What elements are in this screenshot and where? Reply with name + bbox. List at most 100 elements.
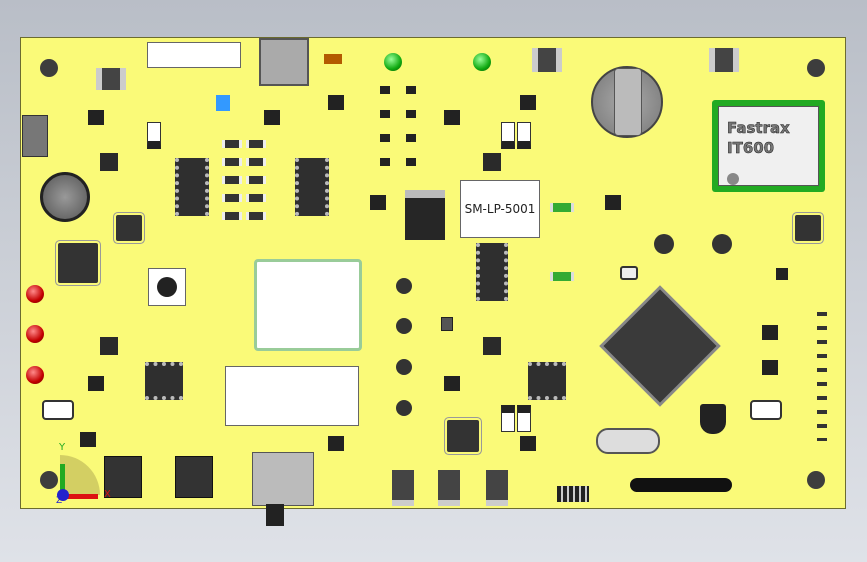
capacitor [246, 176, 266, 184]
connector [175, 456, 213, 498]
capacitor [246, 140, 266, 148]
sot23 [605, 195, 621, 210]
battery-clip [614, 68, 642, 136]
red-led [26, 285, 44, 303]
capacitor [246, 194, 266, 202]
tantalum-cap [517, 405, 531, 432]
capacitor [246, 158, 266, 166]
green-led [473, 53, 491, 71]
soic-ic [528, 362, 566, 400]
diode [709, 48, 739, 72]
gps-model: IT600 [727, 139, 775, 158]
resistor [380, 158, 390, 166]
green-led [384, 53, 402, 71]
pin-header [557, 486, 589, 502]
small-ic [100, 153, 118, 171]
soic-ic [295, 158, 329, 216]
y-axis-arrow [60, 464, 65, 496]
x-axis-arrow [62, 494, 98, 499]
to92-transistor [700, 404, 726, 434]
qfn-ic [447, 420, 479, 452]
inductor [396, 278, 412, 294]
soic-ic [476, 243, 508, 301]
inductor [654, 234, 674, 254]
sot23 [370, 195, 386, 210]
inductor [396, 359, 412, 375]
connector [104, 456, 142, 498]
resistor [406, 110, 416, 118]
soic-ic [175, 158, 209, 216]
inductor [712, 234, 732, 254]
oscillator [750, 400, 782, 420]
sot23 [88, 376, 104, 391]
qfn-ic [795, 215, 821, 241]
usb-connector [259, 38, 309, 86]
slide-switch[interactable] [252, 452, 314, 506]
rf-shield [254, 259, 362, 351]
z-axis-marker [57, 489, 69, 501]
sot23 [762, 325, 778, 340]
sot23 [762, 360, 778, 375]
filter-label: SM-LP-5001 [464, 202, 536, 216]
soic-ic [145, 362, 183, 400]
green-component [550, 203, 574, 212]
tantalum-cap [501, 122, 515, 149]
qfp-ic [58, 243, 98, 283]
small-ic [483, 153, 501, 171]
small-ic [483, 337, 501, 355]
sot23 [520, 95, 536, 110]
gps-module: Fastrax IT600 [712, 100, 825, 192]
tantalum-cap [147, 122, 161, 149]
small-ic [776, 268, 788, 280]
resistor [324, 54, 342, 64]
inductor [396, 400, 412, 416]
capacitor [222, 176, 242, 184]
resistor [380, 134, 390, 142]
tantalum-cap [501, 405, 515, 432]
header-connector [147, 42, 241, 68]
oscillator [42, 400, 74, 420]
small-part [441, 317, 453, 331]
x-axis-label: X [104, 489, 111, 500]
sot23 [328, 436, 344, 451]
capacitor [222, 158, 242, 166]
resistor [380, 86, 390, 94]
edge-pad-row [817, 305, 827, 441]
switch-actuator[interactable] [266, 504, 284, 526]
pin1-marker [727, 173, 739, 185]
resistor [406, 86, 416, 94]
small-ic [100, 337, 118, 355]
diode [486, 470, 508, 506]
mounting-hole [807, 59, 825, 77]
crystal-module [225, 366, 359, 426]
diode [96, 68, 126, 90]
crystal [596, 428, 660, 454]
sot23 [88, 110, 104, 125]
sot23 [264, 110, 280, 125]
capacitor [222, 212, 242, 220]
diode [438, 470, 460, 506]
pin-header-row [630, 478, 732, 492]
z-axis-label: Z [56, 496, 63, 506]
resistor [406, 158, 416, 166]
resistor [380, 110, 390, 118]
gps-brand: Fastrax [727, 119, 790, 138]
sot23 [444, 376, 460, 391]
sot23 [444, 110, 460, 125]
mounting-hole [40, 59, 58, 77]
sot23 [80, 432, 96, 447]
qfn-ic [116, 215, 142, 241]
fpc-connector [22, 115, 48, 157]
capacitor [222, 140, 242, 148]
tantalum-cap [517, 122, 531, 149]
voltage-regulator [405, 190, 445, 240]
resistor [406, 134, 416, 142]
diode [392, 470, 414, 506]
buzzer [40, 172, 90, 222]
push-button[interactable] [148, 268, 186, 306]
inductor [396, 318, 412, 334]
y-axis-label: Y [59, 442, 66, 453]
red-led [26, 366, 44, 384]
diode [532, 48, 562, 72]
small-crystal [620, 266, 638, 280]
